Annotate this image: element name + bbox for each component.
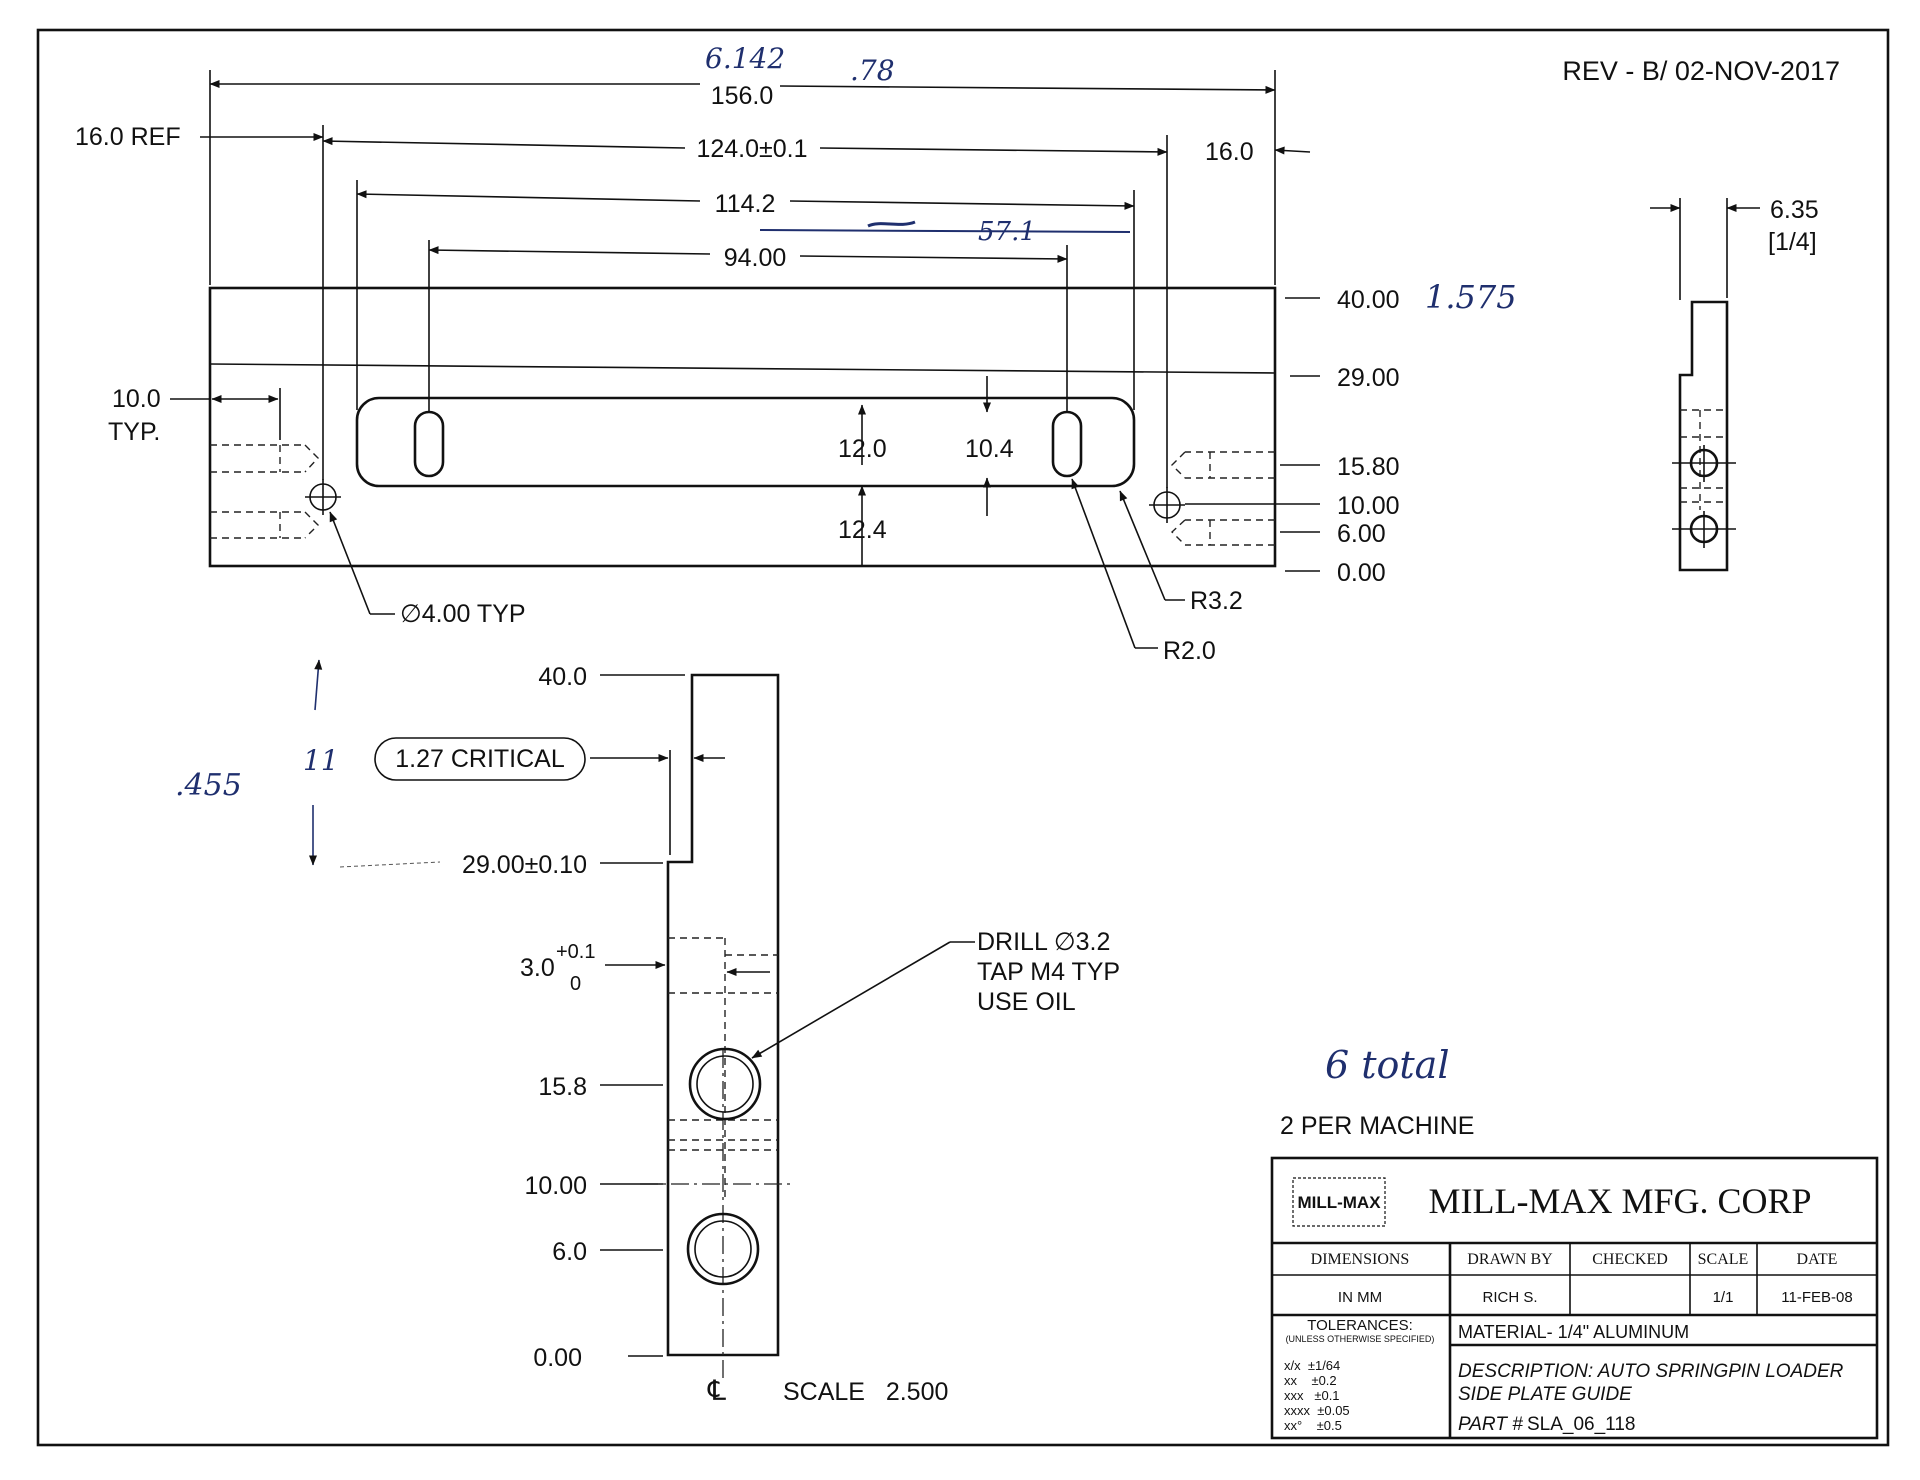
tap-hidden-left-lower: [210, 511, 319, 539]
top-view: 156.0 16.0 REF 124.0±0.1 16.0 114.2 94.0…: [75, 70, 1400, 665]
height-15-8: 15.80: [1337, 453, 1400, 481]
height-6: 6.00: [1337, 520, 1386, 548]
sheet-border: [36, 28, 1890, 1447]
slot-outline: [355, 396, 1136, 488]
tolerance-1: x/x ±1/64: [1284, 1358, 1340, 1373]
hand-top-a: 6.142: [705, 42, 785, 75]
radius-outer-note: R3.2: [1190, 587, 1243, 615]
side-height-40: 40.0: [538, 663, 587, 691]
title-block: MILL-MAX MILL-MAX MFG. CORP DIMENSIONS D…: [1270, 1156, 1879, 1440]
height-40: 40.00: [1337, 286, 1400, 314]
dim-slot-width: 12.0: [838, 435, 887, 463]
tolerance-5: xx° ±0.5: [1284, 1418, 1342, 1433]
step-tol-plus: +0.1: [556, 941, 595, 963]
drill-note-line3: USE OIL: [977, 988, 1076, 1016]
critical-callout: [374, 737, 586, 781]
step-tol-minus: 0: [570, 973, 581, 995]
drill-note-line1: DRILL ∅3.2: [977, 928, 1110, 956]
tolerance-4: xxxx ±0.05: [1284, 1403, 1350, 1418]
end-view-outline: [1678, 300, 1729, 572]
centerline-symbol: ℄: [707, 1375, 726, 1406]
side-view: 40.0 29.00±0.10 15.8 10.00 6.0 0.00 3.0 …: [374, 663, 1120, 1406]
dim-thickness: 6.35: [1770, 196, 1819, 224]
company-name: MILL-MAX MFG. CORP: [1428, 1181, 1811, 1221]
dim-slot-hole-width: 10.4: [965, 435, 1014, 463]
plate-outline: [208, 286, 1277, 568]
dim-slot-centers: 94.00: [724, 244, 787, 272]
step-line: [209, 363, 1276, 374]
side-tap-hole-upper: [688, 1047, 762, 1121]
side-height-6: 6.0: [552, 1238, 587, 1266]
height-29: 29.00: [1337, 364, 1400, 392]
tolerance-2: xx ±0.2: [1284, 1373, 1337, 1388]
height-0: 0.00: [1337, 559, 1386, 587]
tolerances-title: TOLERANCES:: [1307, 1317, 1413, 1334]
dim-thickness-inch: [1/4]: [1768, 228, 1817, 256]
dim-tap-depth: 10.0: [112, 385, 161, 413]
header-scale: SCALE: [1698, 1251, 1749, 1268]
header-dimensions: DIMENSIONS: [1311, 1251, 1410, 1268]
value-dimensions: IN MM: [1338, 1289, 1382, 1306]
dim-hole-spacing: 124.0±0.1: [696, 135, 807, 163]
header-drawn-by: DRAWN BY: [1467, 1251, 1553, 1268]
description-line1: DESCRIPTION: AUTO SPRINGPIN LOADER: [1458, 1361, 1844, 1382]
tap-hidden-right-lower: [1170, 519, 1275, 546]
side-view-outline: [666, 673, 780, 1357]
slot-hole-right: [1051, 410, 1083, 478]
hand-cross: 57.1: [978, 217, 1036, 247]
handwritten-notes: 6.142 .78 57.1 1.575 .455 11 6 total: [175, 42, 1517, 1087]
scale-note: SCALE 2.500: [783, 1378, 948, 1406]
material-note: MATERIAL- 1/4" ALUMINUM: [1458, 1322, 1689, 1342]
side-height-29: 29.00±0.10: [462, 851, 587, 879]
value-drawn-by: RICH S.: [1482, 1289, 1537, 1306]
hand-top-b: .78: [850, 54, 895, 87]
header-checked: CHECKED: [1592, 1251, 1668, 1268]
tap-hidden-right-upper: [1171, 451, 1275, 479]
tolerances-subtitle: (UNLESS OTHERWISE SPECIFIED): [1286, 1334, 1435, 1344]
description-line2: SIDE PLATE GUIDE: [1458, 1384, 1632, 1405]
side-height-0: 0.00: [533, 1344, 582, 1372]
dim-slot-outer: 114.2: [715, 190, 776, 218]
slot-hole-left: [413, 410, 445, 478]
header-date: DATE: [1797, 1251, 1838, 1268]
dim-slot-offset: 12.4: [838, 516, 887, 544]
hand-strike: [759, 229, 1131, 233]
mill-max-logo: MILL-MAX: [1292, 1177, 1386, 1227]
height-10: 10.00: [1337, 492, 1400, 520]
dim-overall-length: 156.0: [711, 82, 774, 110]
radius-inner-note: R2.0: [1163, 637, 1216, 665]
dim-ref-left: 16.0 REF: [75, 123, 181, 151]
hand-height-inch: 1.575: [1425, 278, 1517, 316]
hand-total: 6 total: [1325, 1043, 1449, 1087]
hole-diameter-note: ∅4.00 TYP: [400, 600, 526, 628]
side-tap-hole-lower: [686, 1212, 760, 1286]
side-height-10: 10.00: [524, 1172, 587, 1200]
dim-ref-right: 16.0: [1205, 138, 1254, 166]
end-view: 6.35 [1/4]: [1650, 196, 1819, 572]
step-tol-base: 3.0: [520, 954, 555, 982]
value-scale: 1/1: [1713, 1289, 1734, 1306]
drill-note-line2: TAP M4 TYP: [977, 958, 1120, 986]
logo-text: MILL-MAX: [1297, 1193, 1381, 1212]
part-label: PART #: [1458, 1414, 1523, 1435]
tolerance-3: xxx ±0.1: [1284, 1388, 1340, 1403]
dim-tap-depth-suffix: TYP.: [108, 418, 160, 446]
quantity-note: 2 PER MACHINE: [1280, 1112, 1474, 1140]
tap-hidden-left-upper: [210, 444, 319, 473]
side-height-15-8: 15.8: [538, 1073, 587, 1101]
value-date: 11-FEB-08: [1781, 1289, 1852, 1306]
hand-side-mark: 11: [303, 744, 339, 777]
revision-label: REV - B/ 02-NOV-2017: [1562, 56, 1840, 86]
hand-side-inch: .455: [175, 768, 242, 803]
critical-note: 1.27 CRITICAL: [395, 745, 565, 773]
part-number: SLA_06_118: [1527, 1414, 1635, 1435]
